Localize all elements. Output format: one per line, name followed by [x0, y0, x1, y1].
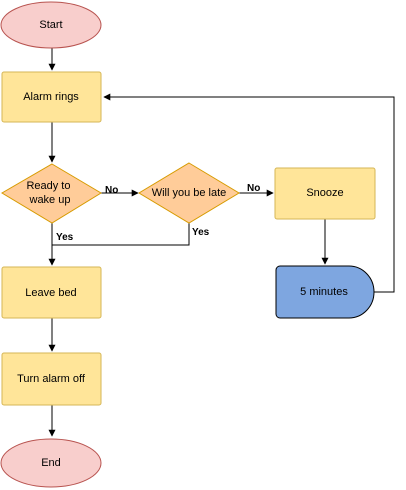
edge-delay-to-alarm-loop — [103, 93, 395, 293]
snooze-process-shape — [274, 167, 376, 220]
node-leave-bed: Leave bed — [1, 266, 102, 319]
ready-label-line-1: Ready to — [26, 180, 70, 192]
ready-label: Ready to wake up — [26, 180, 73, 206]
late-decision-shape — [138, 162, 240, 224]
turn-alarm-off-process-shape — [1, 352, 102, 406]
edge-label-ready-yes: Yes — [56, 232, 74, 243]
leave-bed-process-shape — [1, 266, 102, 319]
node-alarm-rings: Alarm rings — [1, 71, 102, 123]
delay-label: 5 minutes — [300, 286, 348, 298]
edge-label-late-yes: Yes — [192, 227, 210, 238]
edge-label-ready-no: No — [105, 185, 118, 196]
late-label: Will you be late — [152, 187, 227, 199]
connectors — [48, 47, 395, 437]
snooze-label: Snooze — [306, 187, 343, 199]
node-ready-to-wake-up: Ready to wake up — [1, 163, 102, 224]
leave-bed-label: Leave bed — [25, 287, 76, 299]
node-5-minutes: 5 minutes — [275, 265, 375, 319]
ready-label-line-2: wake up — [29, 194, 71, 206]
node-end: End — [0, 438, 102, 488]
alarm-rings-process-shape — [1, 71, 102, 123]
turn-alarm-off-label: Turn alarm off — [17, 373, 86, 385]
node-start: Start — [0, 1, 102, 49]
node-snooze: Snooze — [274, 167, 376, 220]
end-terminal-shape — [0, 438, 102, 488]
edge-label-late-no: No — [247, 183, 260, 194]
start-terminal-shape — [0, 1, 102, 49]
start-label: Start — [39, 19, 62, 31]
delay-shape — [275, 265, 375, 319]
end-label: End — [41, 457, 61, 469]
node-turn-alarm-off: Turn alarm off — [1, 352, 102, 406]
node-will-you-be-late: Will you be late — [138, 162, 240, 224]
edge-labels: No No Yes Yes — [56, 183, 260, 243]
alarm-rings-label: Alarm rings — [23, 91, 79, 103]
edge-late-yes-to-leave — [52, 223, 190, 246]
ready-decision-shape — [1, 163, 102, 224]
